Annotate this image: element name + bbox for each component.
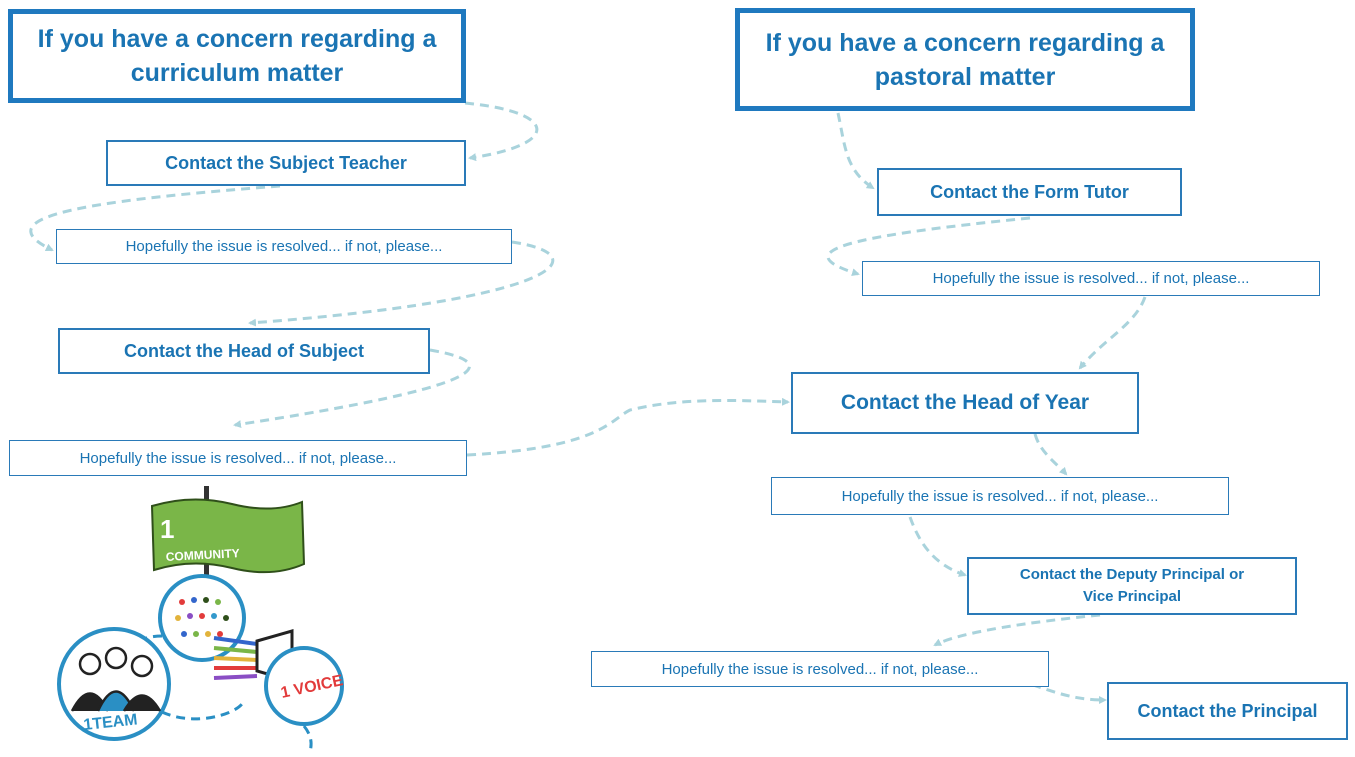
- curriculum-title: If you have a concern regarding a curric…: [37, 25, 437, 87]
- step-label: Contact the Head of Subject: [123, 340, 365, 361]
- pastoral-step-head-of-year: Contact the Head of Year: [791, 372, 1139, 434]
- note-label: Hopefully the issue is resolved... if no…: [661, 660, 979, 678]
- note-label: Hopefully the issue is resolved... if no…: [79, 449, 397, 467]
- arrow-deputy-to-note3: [933, 613, 1101, 647]
- people-icon: [175, 597, 229, 637]
- arrow-note1-to-headsubject: [248, 240, 555, 327]
- pastoral-step-form-tutor: Contact the Form Tutor: [877, 168, 1182, 216]
- arrow-past-title-to-formtutor: [836, 112, 875, 190]
- curriculum-title-box: If you have a concern regarding a curric…: [8, 9, 466, 103]
- team-people-icon: [70, 646, 162, 712]
- curriculum-step-subject-teacher: Contact the Subject Teacher: [106, 140, 466, 186]
- pastoral-step-principal: Contact the Principal: [1107, 682, 1348, 740]
- arrow-note2-to-headyear: [466, 397, 790, 457]
- voice-circle: [264, 646, 344, 726]
- note-label: Hopefully the issue is resolved... if no…: [932, 270, 1250, 287]
- step-label: Contact the Deputy Principal or Vice Pri…: [1019, 566, 1245, 605]
- rainbow-lines-icon: [213, 636, 258, 680]
- pastoral-title-box: If you have a concern regarding a pastor…: [735, 8, 1195, 111]
- community-team-voice-logo: 1 COMMUNITY 1TEAM: [42, 482, 362, 757]
- pastoral-note-3: Hopefully the issue is resolved... if no…: [591, 651, 1049, 687]
- arrow-teacher-to-note1: [29, 184, 281, 252]
- arrow-headyear-to-note2: [1033, 433, 1068, 476]
- pastoral-note-2: Hopefully the issue is resolved... if no…: [771, 477, 1229, 515]
- arrow-curr-title-to-teacher: [464, 101, 539, 162]
- curriculum-step-head-of-subject: Contact the Head of Subject: [58, 328, 430, 374]
- note-label: Hopefully the issue is resolved... if no…: [125, 238, 443, 255]
- flag-text: COMMUNITY: [165, 546, 240, 564]
- step-label: Contact the Head of Year: [840, 391, 1090, 414]
- pastoral-step-deputy-principal: Contact the Deputy Principal or Vice Pri…: [967, 557, 1297, 615]
- arrow-note2-to-deputy: [908, 516, 967, 577]
- step-label: Contact the Form Tutor: [930, 181, 1129, 202]
- arrow-note3-to-principal: [1017, 678, 1107, 704]
- note-label: Hopefully the issue is resolved... if no…: [841, 487, 1159, 505]
- team-text: 1TEAM: [83, 711, 139, 734]
- step-label: Contact the Subject Teacher: [165, 152, 407, 173]
- arrow-formtutor-to-note1: [826, 216, 1031, 277]
- step-label: Contact the Principal: [1137, 700, 1318, 721]
- pastoral-title: If you have a concern regarding a pastor…: [765, 28, 1165, 91]
- pastoral-note-1: Hopefully the issue is resolved... if no…: [862, 261, 1320, 296]
- flag-icon: [150, 498, 306, 574]
- curriculum-note-1: Hopefully the issue is resolved... if no…: [56, 229, 512, 264]
- arrow-headsubject-to-note2: [233, 348, 471, 429]
- flag-number: 1: [160, 514, 174, 544]
- arrow-note1-to-headyear: [1078, 296, 1147, 370]
- logo-illustration: 1 COMMUNITY 1TEAM: [57, 482, 345, 753]
- curriculum-note-2: Hopefully the issue is resolved... if no…: [9, 440, 467, 476]
